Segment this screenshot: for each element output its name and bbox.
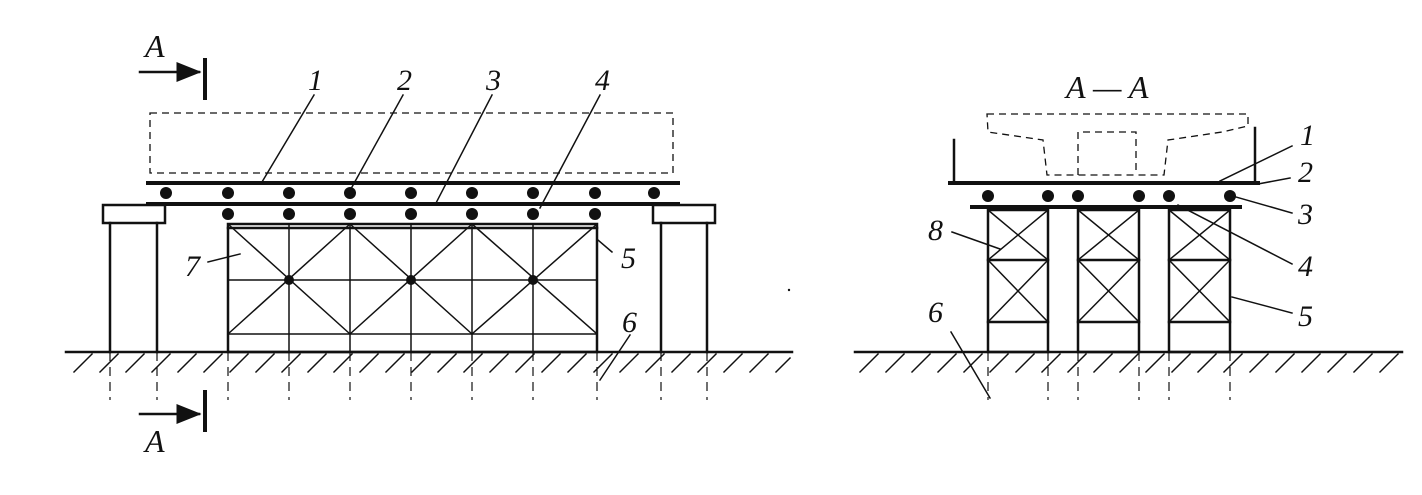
elevation-leader-lines: [207, 93, 632, 382]
section-leader-lines: [949, 144, 1294, 400]
section-view: A — A: [853, 69, 1404, 400]
lower-rollers: [222, 208, 601, 220]
speck: [787, 288, 791, 292]
foundation-lines-section: [987, 352, 1231, 400]
callout-8-section: 8: [928, 214, 943, 247]
callout-6-section: 6: [928, 296, 943, 329]
section-rollers: [982, 190, 1236, 202]
section-marker-top: A: [138, 28, 207, 100]
callout-7-elevation: 7: [185, 250, 202, 283]
callout-2-elevation: 2: [397, 64, 412, 97]
callout-1-elevation: 1: [308, 64, 323, 97]
callout-5-elevation: 5: [621, 242, 636, 275]
callout-5-section: 5: [1298, 300, 1313, 333]
ground-hatching-section: [858, 352, 1400, 374]
section-trestle-frames: [986, 208, 1232, 354]
callout-6-elevation: 6: [622, 306, 637, 339]
temporary-trestle: [226, 222, 599, 354]
foundation-lines-elevation: [109, 352, 708, 400]
callout-3-elevation: 3: [485, 64, 501, 97]
callout-4-section: 4: [1298, 250, 1313, 283]
section-title: A — A: [1064, 69, 1149, 105]
callout-1-section: 1: [1300, 119, 1315, 152]
right-pier: [651, 203, 717, 354]
elevation-view: A A 1 2 3 4 5 6 7: [64, 28, 794, 459]
section-marker-letter-top: A: [143, 28, 165, 64]
section-marker-bottom: A: [138, 390, 207, 459]
callout-2-section: 2: [1298, 156, 1313, 189]
callout-3-section: 3: [1297, 198, 1313, 231]
upper-rollers: [160, 187, 660, 199]
t-beam-outline-dashed: [986, 113, 1249, 176]
ground-hatching-elevation: [72, 352, 792, 374]
beam-outline-dashed: [149, 112, 674, 174]
left-pier: [101, 203, 167, 354]
callout-4-elevation: 4: [595, 64, 610, 97]
section-marker-letter-bottom: A: [143, 423, 165, 459]
